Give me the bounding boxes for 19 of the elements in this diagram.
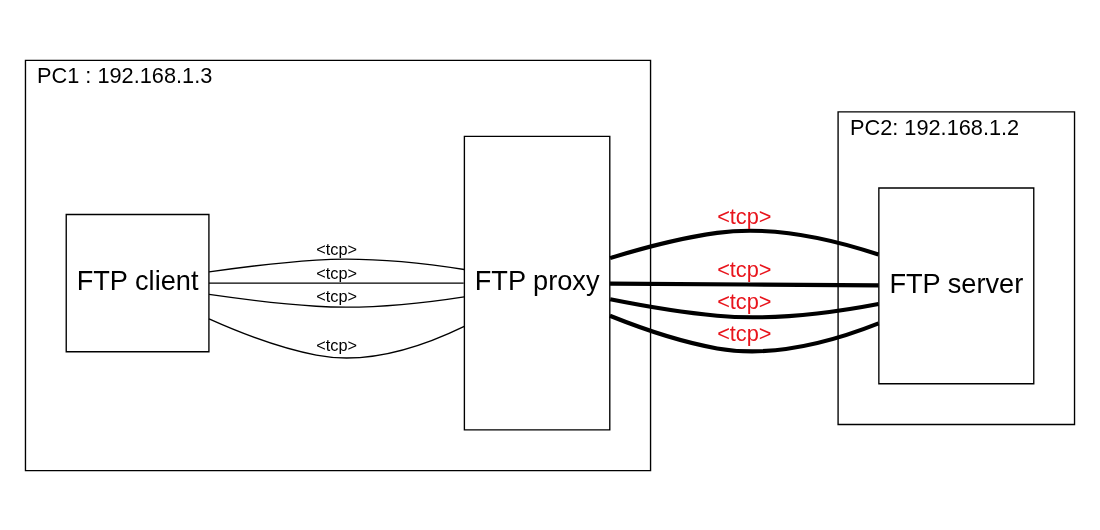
node-box: FTP proxy: [463, 135, 611, 431]
connector: [610, 281, 879, 287]
edge-label: <tcp>: [316, 286, 358, 305]
node-box: FTP server: [878, 186, 1035, 384]
connector: [609, 296, 879, 319]
connector: [208, 317, 465, 359]
edge-label: <tcp>: [316, 335, 358, 354]
edge-label: <tcp>: [717, 256, 772, 282]
edge-label: <tcp>: [717, 203, 772, 229]
connector: [609, 313, 880, 353]
node-box: FTP client: [65, 213, 210, 352]
edge-label: <tcp>: [717, 320, 772, 346]
connector: [208, 293, 465, 308]
edge-label: <tcp>: [316, 263, 358, 282]
connector: [609, 228, 880, 260]
connector: [208, 258, 465, 273]
connector: [208, 282, 465, 284]
edge-label: <tcp>: [717, 288, 772, 314]
edge-label: <tcp>: [316, 239, 358, 258]
